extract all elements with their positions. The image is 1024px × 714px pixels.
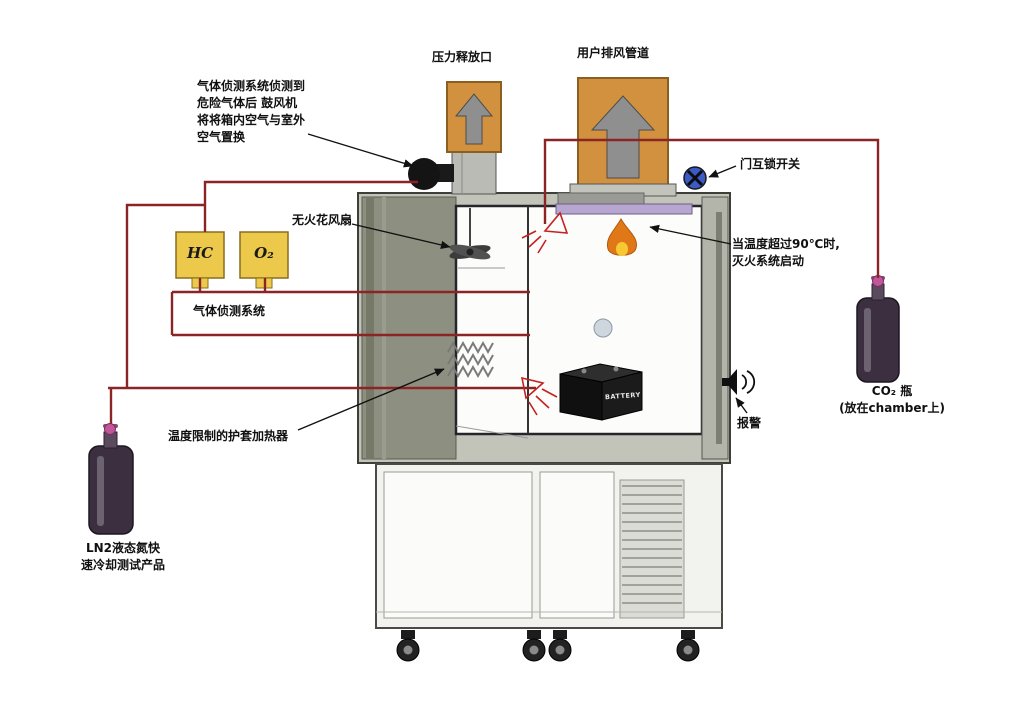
- caster-wheels-icon: [396, 630, 700, 662]
- door-interlock-icon: [683, 166, 707, 190]
- chamber-body: [357, 192, 731, 464]
- o2-sensor-box: [239, 231, 289, 279]
- fire-suppression-note: 当温度超过90℃时, 灭火系统启动: [732, 236, 840, 270]
- hc-sensor-box: [175, 231, 225, 279]
- gas-detection-note: 气体侦测系统侦测到 危险气体后 鼓风机 将将箱内空气与室外 空气置换: [197, 78, 305, 146]
- gas-note-line2: 危险气体后 鼓风机: [197, 96, 298, 110]
- fire-note-line2: 灭火系统启动: [732, 254, 805, 268]
- pipe-lines: [108, 138, 880, 424]
- co2-label-line1: CO₂ 瓶: [871, 384, 913, 398]
- chimney: [451, 147, 497, 195]
- gas-note-line4: 空气置换: [197, 130, 246, 144]
- ln2-label: LN2液态氮快 速冷却测试产品: [58, 540, 188, 574]
- up-arrow-icon: [590, 95, 656, 179]
- gas-note-line1: 气体侦测系统侦测到: [197, 79, 306, 93]
- up-arrow-icon: [454, 93, 494, 145]
- ln2-label-line1: LN2液态氮快: [85, 541, 161, 555]
- ln2-label-line2: 速冷却测试产品: [80, 558, 165, 572]
- annotation-arrows: [297, 133, 748, 431]
- o2-sensor-label: O₂: [254, 244, 274, 262]
- ln2-cylinder-icon: [88, 423, 134, 535]
- co2-nozzle-icon: [521, 211, 569, 254]
- co2-label-line2: (放在chamber上): [839, 401, 945, 415]
- sample-ball: [593, 318, 613, 338]
- pressure-release-label: 压力释放口: [432, 50, 493, 64]
- cabinet: [375, 463, 723, 629]
- blower-icon: [408, 158, 440, 190]
- suppression-nozzle-bar: [555, 203, 693, 215]
- co2-cylinder-icon: [856, 275, 900, 383]
- heater-coil-icon: [447, 340, 494, 379]
- alarm-label: 报警: [737, 416, 762, 430]
- door-interlock-label: 门互锁开关: [740, 157, 801, 171]
- sparkless-fan-label: 无火花风扇: [292, 213, 353, 227]
- roof-vents: [408, 77, 677, 197]
- flame-icon: [606, 218, 637, 256]
- louvers: [622, 485, 682, 604]
- fan-icon: [449, 208, 491, 260]
- ln2-nozzle-icon: [520, 376, 558, 416]
- hc-sensor-label: HC: [186, 244, 214, 262]
- gas-note-line3: 将将箱内空气与室外: [197, 113, 306, 127]
- fire-note-line1: 当温度超过90℃时,: [732, 237, 840, 251]
- alarm-speaker-icon: [722, 369, 756, 395]
- user-exhaust-label: 用户排风管道: [577, 46, 650, 60]
- gas-detection-system-label: 气体侦测系统: [193, 304, 266, 318]
- battery-icon: [559, 363, 643, 421]
- jacket-heater-label: 温度限制的护套加热器: [168, 429, 289, 443]
- chamber-interior: [447, 192, 693, 421]
- co2-label: CO₂ 瓶 (放在chamber上): [832, 383, 952, 417]
